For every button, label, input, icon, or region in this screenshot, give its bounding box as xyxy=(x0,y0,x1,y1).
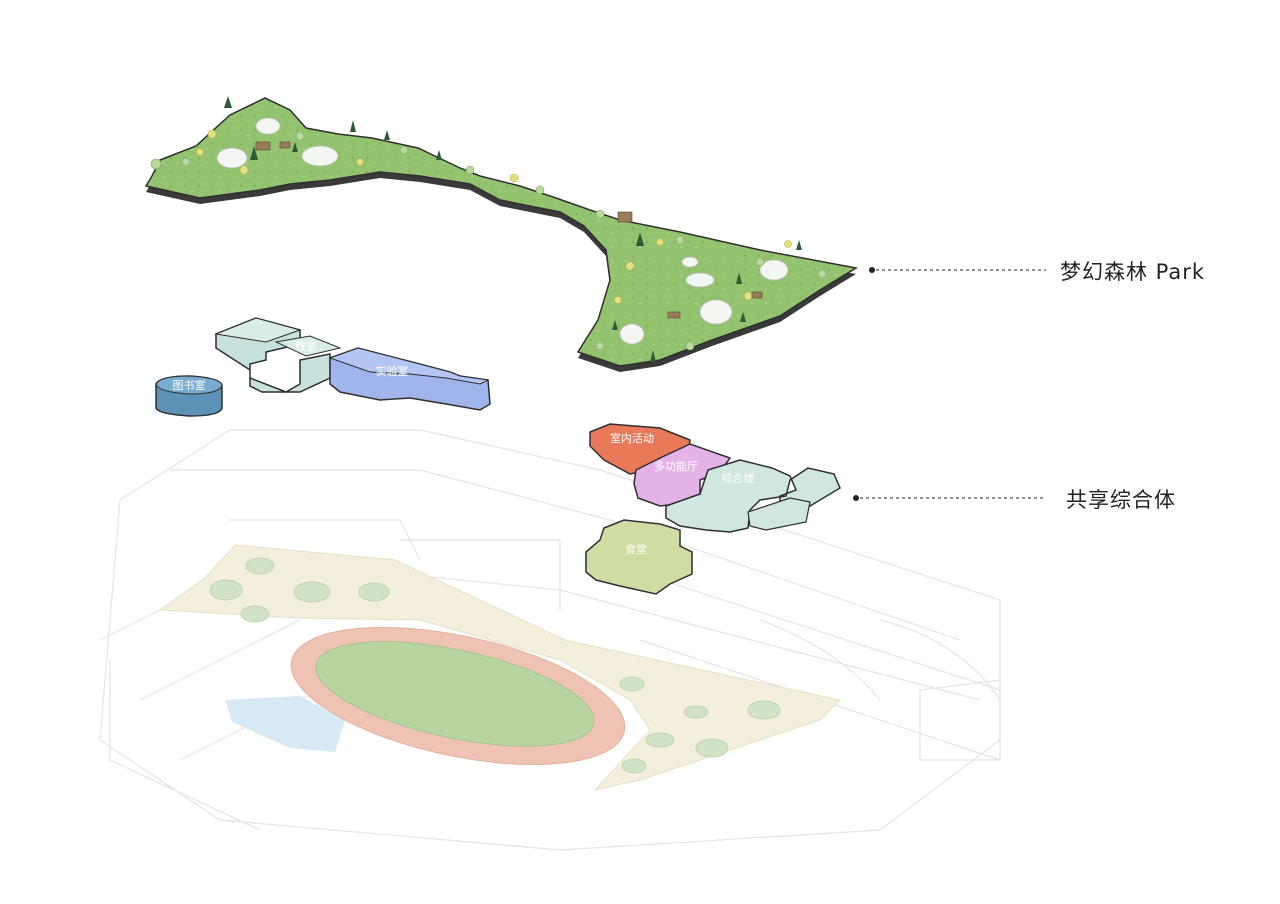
park-domes xyxy=(216,117,789,345)
classroom-block: 教室 xyxy=(214,317,342,393)
canteen-label: 食堂 xyxy=(625,542,647,556)
indoor-label: 室内活动 xyxy=(610,431,654,445)
ground-level xyxy=(99,429,1001,851)
park-trees xyxy=(224,96,802,362)
lab-label: 实验室 xyxy=(376,364,409,378)
park-callout-label: 梦幻森林 Park xyxy=(1060,260,1206,284)
pond xyxy=(225,696,345,752)
classroom-label: 教室 xyxy=(295,339,317,353)
library-label: 图书室 xyxy=(173,378,206,392)
composite-block: 综合楼 xyxy=(665,459,841,533)
park-callout xyxy=(869,267,1046,273)
sports-field xyxy=(315,641,595,747)
plaza xyxy=(158,544,842,791)
multipurpose-block: 多功能厅 xyxy=(633,443,732,507)
complex-callout xyxy=(853,495,1046,501)
building-level: 图书室 教室 实验室 室内活动 多功能厅 综合楼 xyxy=(155,317,841,595)
lab-block: 实验室 xyxy=(328,347,491,411)
park-yellow-trees xyxy=(196,129,792,304)
forest-park-plate xyxy=(144,96,859,372)
canteen-block: 食堂 xyxy=(585,519,693,595)
plaza-trees xyxy=(209,557,781,774)
multipurpose-label: 多功能厅 xyxy=(654,459,698,473)
park-puff-trees xyxy=(150,131,827,351)
complex-callout-label: 共享综合体 xyxy=(1066,488,1176,512)
composite-label: 综合楼 xyxy=(722,471,755,485)
library-block: 图书室 xyxy=(155,375,223,417)
park-play-structures xyxy=(255,141,763,319)
